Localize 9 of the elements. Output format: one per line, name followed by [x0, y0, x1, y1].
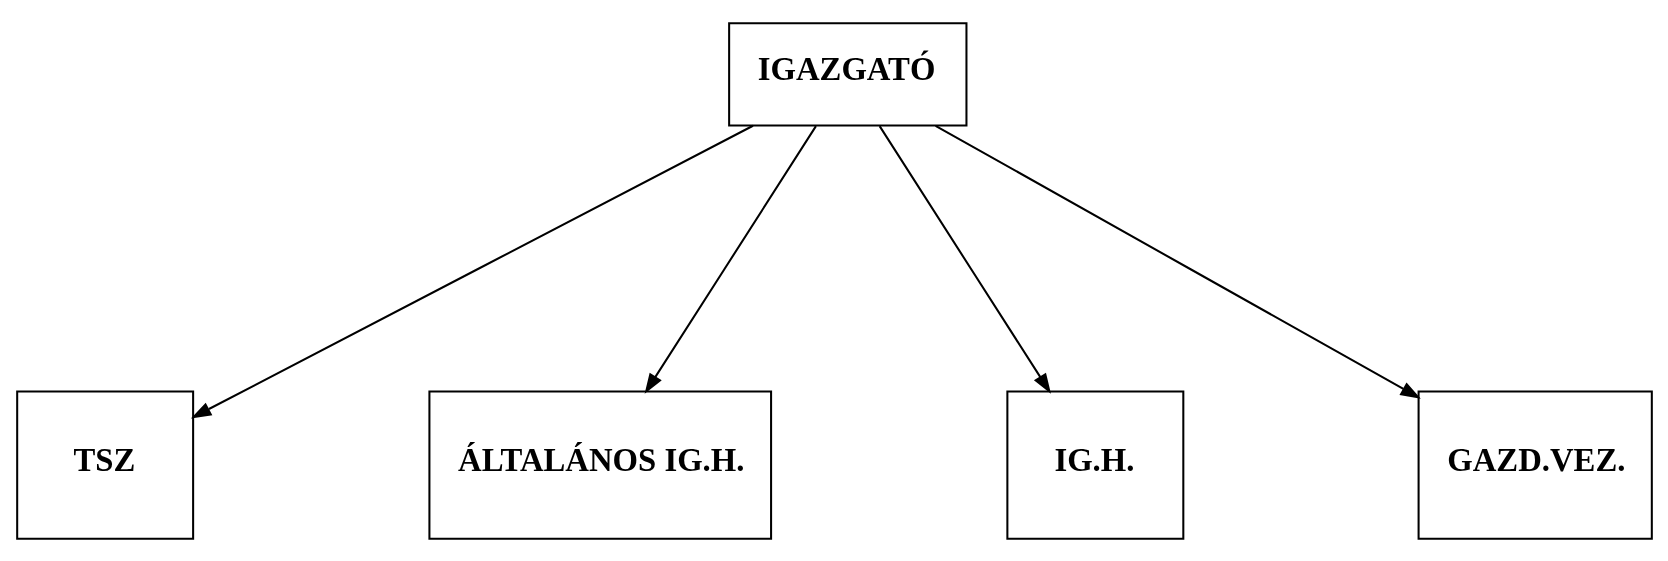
node-box: ÁLTALÁNOS IG.H. [427, 389, 772, 540]
arrow [190, 124, 753, 418]
arrow [644, 125, 817, 394]
node-box: IG.H. [1005, 389, 1184, 540]
arrow [934, 124, 1421, 399]
node-box: IGAZGATÓ [727, 21, 967, 127]
node-box: GAZD.VEZ. [1417, 389, 1653, 540]
node-box: TSZ [15, 389, 194, 540]
arrow [878, 125, 1051, 394]
